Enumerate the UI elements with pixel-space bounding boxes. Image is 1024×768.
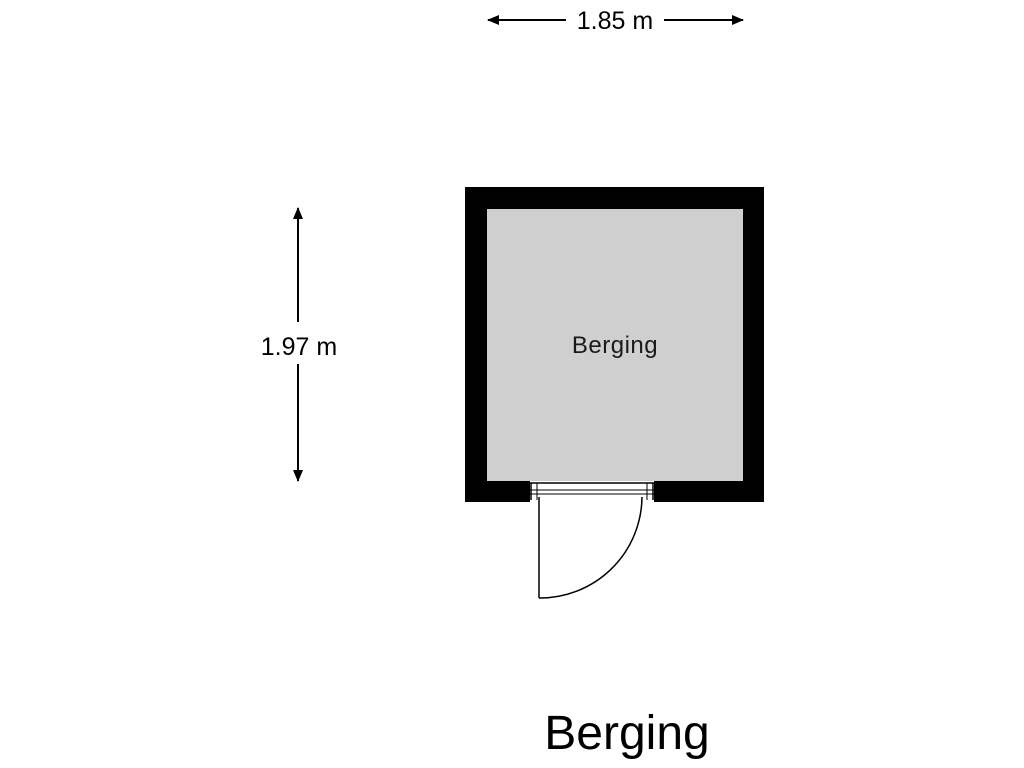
floor-title: Berging <box>544 707 709 760</box>
door-threshold <box>530 482 654 500</box>
door-swing-arc <box>538 496 643 599</box>
height-dimension-label: 1.97 m <box>261 333 337 361</box>
room-berging: Berging <box>465 187 764 599</box>
height-dimension: 1.97 m <box>261 207 337 482</box>
room-label: Berging <box>572 332 658 359</box>
width-dimension: 1.85 m <box>487 7 744 35</box>
door-opening <box>530 481 654 502</box>
room-floor <box>487 209 743 481</box>
width-dimension-label: 1.85 m <box>577 7 653 35</box>
